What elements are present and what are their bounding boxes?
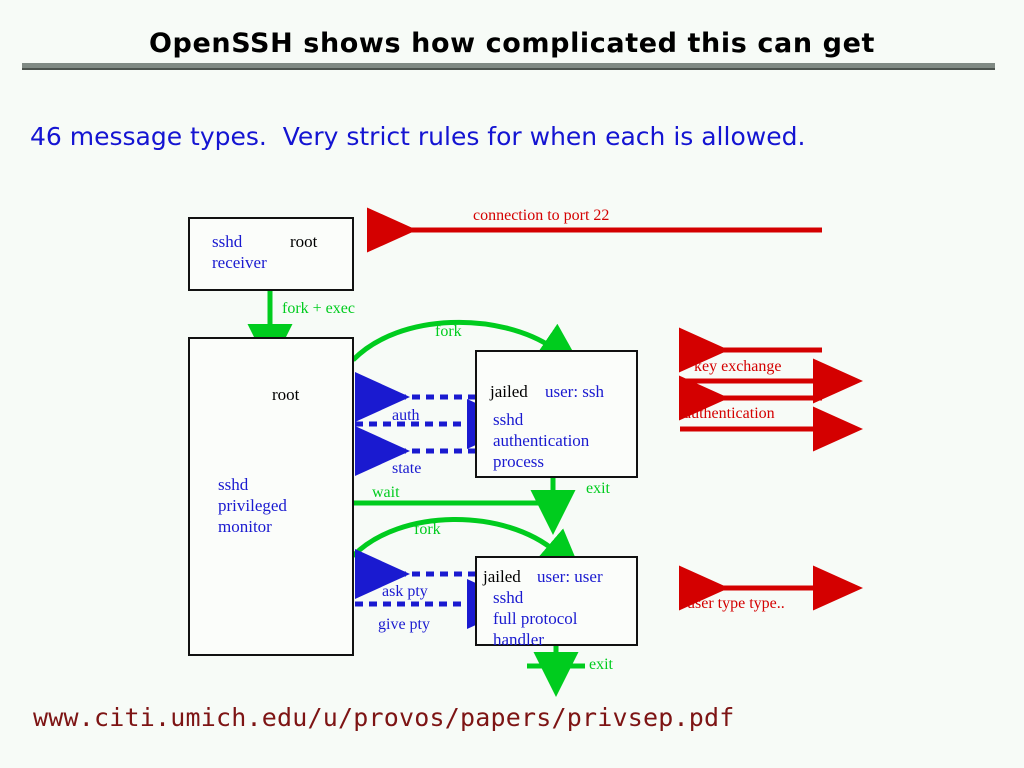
box-jailed-handler-line-2: full protocol [493, 609, 578, 628]
box-jailed-handler-line-1: sshd [493, 588, 524, 607]
page-title: OpenSSH shows how complicated this can g… [149, 28, 875, 59]
label-exit-bottom: exit [589, 656, 613, 673]
label-user-type: user type type.. [687, 595, 785, 612]
box-sshd-receiver[interactable]: root sshd receiver [188, 217, 354, 291]
box-jailed-auth-user: user: ssh [545, 382, 605, 401]
label-key-exchange: key exchange [694, 358, 782, 375]
box-privileged-monitor-line-3: monitor [218, 517, 272, 536]
label-give-pty: give pty [378, 616, 430, 633]
box-jailed-auth-line-3: process [493, 452, 544, 471]
title-divider [22, 63, 995, 70]
label-authentication: authentication [684, 405, 775, 422]
box-jailed-handler-user: user: user [537, 567, 603, 586]
box-jailed-auth[interactable]: jailed user: ssh sshd authentication pro… [475, 350, 638, 478]
label-auth: auth [392, 407, 420, 424]
box-privileged-monitor-line-1: sshd [218, 475, 249, 494]
label-fork-bottom: fork [414, 521, 441, 538]
box-privileged-monitor-user: root [272, 385, 300, 404]
footer-url[interactable]: www.citi.umich.edu/u/provos/papers/privs… [33, 703, 735, 732]
subtitle-text: 46 message types. Very strict rules for … [30, 122, 806, 151]
box-sshd-receiver-user: root [290, 232, 318, 251]
label-state: state [392, 460, 422, 477]
label-wait: wait [372, 484, 400, 501]
box-privileged-monitor-line-2: privileged [218, 496, 287, 515]
label-fork-top: fork [435, 323, 462, 340]
box-jailed-handler-line-3: handler [493, 630, 544, 649]
box-privileged-monitor[interactable]: root sshd privileged monitor [188, 337, 354, 656]
label-ask-pty: ask pty [382, 583, 428, 600]
box-sshd-receiver-line-2: receiver [212, 253, 267, 272]
box-jailed-auth-line-1: sshd [493, 410, 524, 429]
box-jailed-handler-jail: jailed [483, 567, 521, 586]
label-exit-top: exit [586, 480, 610, 497]
box-jailed-auth-line-2: authentication [493, 431, 590, 450]
box-jailed-auth-jail: jailed [490, 382, 528, 401]
box-jailed-handler[interactable]: jailed user: user sshd full protocol han… [475, 556, 638, 649]
label-fork-exec: fork + exec [282, 300, 355, 317]
label-connection-to-port-22: connection to port 22 [473, 207, 610, 224]
box-sshd-receiver-line-1: sshd [212, 232, 243, 251]
